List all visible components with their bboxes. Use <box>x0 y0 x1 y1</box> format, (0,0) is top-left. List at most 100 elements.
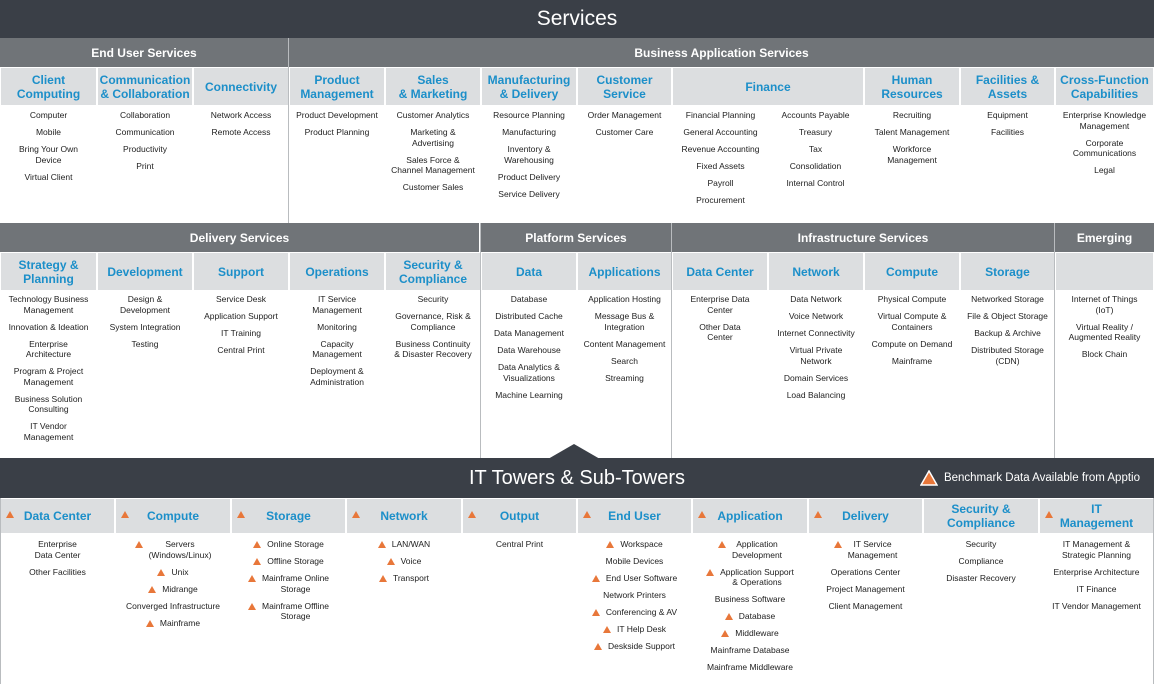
list-item-label: Virtual Client <box>24 171 73 182</box>
benchmark-triangle-icon <box>1045 511 1053 518</box>
list-item: Treasury <box>768 127 863 138</box>
category-title: End User <box>608 509 661 523</box>
list-item-label: Computer <box>29 110 68 120</box>
list-item-label: Productivity <box>123 144 167 154</box>
list-item-label: Mainframe <box>159 617 201 628</box>
benchmark-triangle-icon <box>134 541 143 548</box>
tower-header-application: Application <box>693 499 807 533</box>
tower-header-network: Network <box>347 499 461 533</box>
list-item: General Accounting <box>673 127 768 138</box>
list-item: IT Finance <box>1040 584 1153 595</box>
list-item: Offline Storage <box>232 556 345 567</box>
list-item-label: Networked Storage <box>971 294 1044 304</box>
list-item-label: Compliance <box>958 556 1004 566</box>
list-item: Product Delivery <box>482 172 576 183</box>
list-item: Deployment &Administration <box>290 366 384 387</box>
category-header-sales-marketing: Sales& Marketing <box>386 68 480 105</box>
category-title: Security &Compliance <box>946 502 1015 530</box>
list-item-label: IT Finance <box>1076 583 1117 594</box>
list-item-label: Business Continuity& Disaster Recovery <box>394 338 472 360</box>
list-item: Machine Learning <box>482 390 576 401</box>
list-item: Tax <box>768 144 863 155</box>
list-item-label: Converged Infrastructure <box>125 600 221 611</box>
list-item: Resource Planning <box>482 110 576 121</box>
list-item-label: Other Facilities <box>29 566 86 577</box>
list-item: Financial Planning <box>673 110 768 121</box>
category-title: Strategy &Planning <box>18 257 79 286</box>
list-item-label: Consolidation <box>789 161 842 171</box>
benchmark-triangle-icon <box>6 511 14 518</box>
category-items: Internet of Things(IoT)Virtual Reality /… <box>1056 294 1153 366</box>
list-item-label: Remote Access <box>211 127 271 137</box>
list-item: Inventory &Warehousing <box>482 144 576 165</box>
benchmark-triangle-icon <box>603 626 611 633</box>
category-header-storage: Storage <box>961 253 1054 290</box>
list-item: Voice Network <box>769 311 863 322</box>
list-item-label: Online Storage <box>267 539 324 549</box>
list-item-label: Application Support <box>204 311 278 321</box>
list-item-label: Streaming <box>605 372 644 383</box>
list-item: Virtual Client <box>1 172 96 183</box>
list-item: Fixed Assets <box>673 161 768 172</box>
list-item: Deskside Support <box>578 641 691 652</box>
list-item-label: Communication <box>115 127 175 137</box>
list-item: Service Delivery <box>482 189 576 200</box>
list-item-label: Physical Compute <box>877 294 947 304</box>
list-item: Virtual Reality /Augmented Reality <box>1056 322 1153 343</box>
list-item-label: Customer Care <box>595 127 654 137</box>
list-item: Business Continuity& Disaster Recovery <box>386 339 480 360</box>
list-item-label: Conferencing & AV <box>605 607 678 617</box>
list-item-label: Distributed Storage(CDN) <box>971 345 1044 366</box>
list-item-label: Data Warehouse <box>497 345 561 355</box>
list-item: Procurement <box>673 195 768 206</box>
benchmark-triangle-icon <box>721 630 730 637</box>
list-item: Message Bus &Integration <box>578 311 671 332</box>
divider <box>0 498 1 684</box>
list-item: Facilities <box>961 127 1054 138</box>
list-item-label: Financial Planning <box>685 110 756 120</box>
list-item-label: Facilities <box>990 127 1025 137</box>
list-item: Mainframe <box>865 356 959 367</box>
list-item-label: Customer Sales <box>402 182 464 192</box>
list-item: Innovation & Ideation <box>1 322 96 333</box>
benchmark-triangle-icon <box>698 511 706 518</box>
list-item-label: Middleware <box>735 628 779 638</box>
benchmark-triangle-icon <box>253 558 262 565</box>
list-item: Virtual Compute &Containers <box>865 311 959 332</box>
list-item: Print <box>98 161 192 172</box>
category-header-data: Data <box>482 253 576 290</box>
list-item: System Integration <box>98 322 192 333</box>
benchmark-triangle-icon <box>724 613 733 620</box>
benchmark-triangle-icon <box>717 541 726 548</box>
list-item-label: Print <box>136 161 154 171</box>
category-header-empty <box>1056 253 1153 290</box>
list-item-label: Mainframe <box>891 355 933 366</box>
list-item-label: Manufacturing <box>502 127 556 137</box>
category-title: Operations <box>305 264 369 279</box>
list-item-label: Product Delivery <box>497 171 561 182</box>
list-item-label: Fixed Assets <box>696 161 745 171</box>
category-title: Manufacturing& Delivery <box>487 72 571 101</box>
list-item: Data Warehouse <box>482 345 576 356</box>
list-item-label: Talent Management <box>874 127 950 137</box>
